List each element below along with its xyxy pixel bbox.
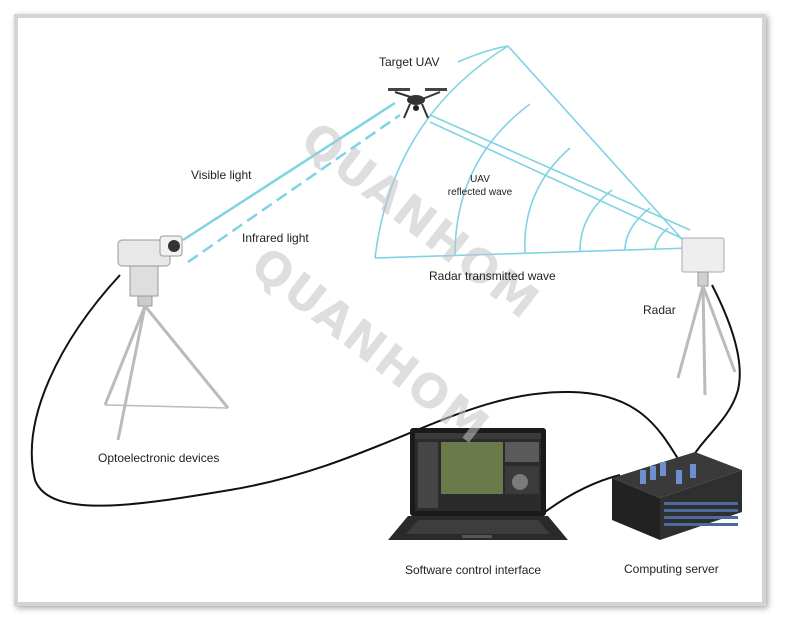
radar-sector-arc-3 bbox=[525, 148, 570, 253]
label-radar: Radar bbox=[643, 303, 676, 317]
label-target-uav: Target UAV bbox=[379, 55, 439, 69]
label-uav-reflected-2: reflected wave bbox=[448, 187, 513, 198]
label-visible-light: Visible light bbox=[191, 168, 252, 182]
label-uav-reflected-1: UAV bbox=[470, 174, 490, 185]
laptop-icon bbox=[388, 428, 568, 540]
label-software-control-interface: Software control interface bbox=[405, 563, 541, 577]
drone-icon bbox=[388, 88, 447, 118]
server-icon bbox=[612, 452, 742, 540]
label-infrared-light: Infrared light bbox=[242, 231, 309, 245]
laptop-cable bbox=[545, 475, 620, 512]
label-radar-transmitted-wave: Radar transmitted wave bbox=[429, 269, 556, 283]
radar-top-flare bbox=[458, 46, 508, 62]
optoelectronic-device-icon bbox=[105, 236, 228, 440]
uav-reflected-line-1 bbox=[430, 115, 690, 230]
label-computing-server: Computing server bbox=[624, 562, 719, 576]
label-optoelectronic-devices: Optoelectronic devices bbox=[98, 451, 219, 465]
